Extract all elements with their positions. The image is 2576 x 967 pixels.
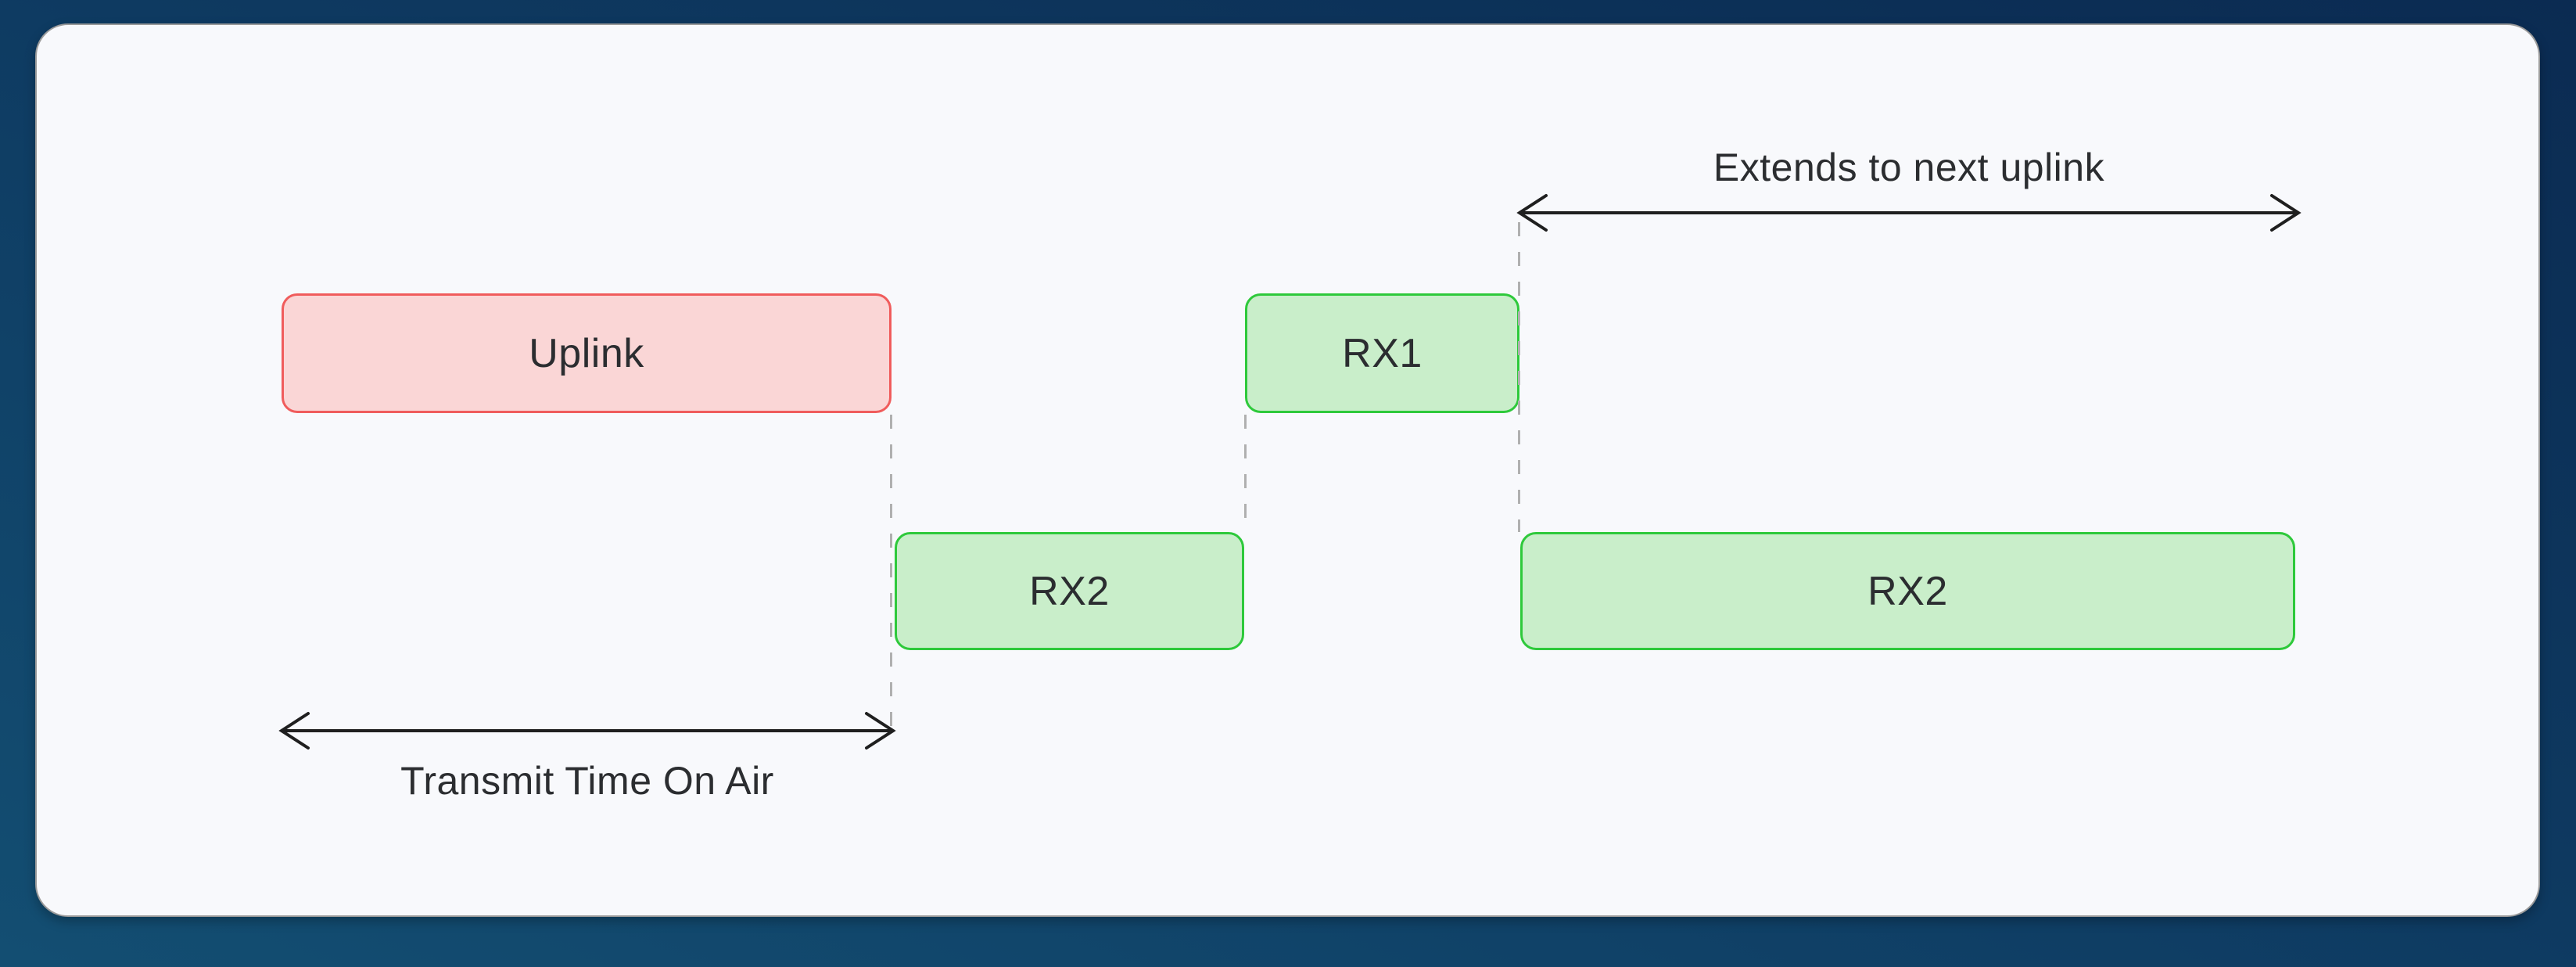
dashed-guide-rx1-end	[1518, 222, 1520, 532]
transmit-time-on-air-label: Transmit Time On Air	[400, 759, 774, 803]
rx2-first-window-box: RX2	[895, 532, 1244, 650]
transmit-time-on-air-arrow	[278, 712, 896, 750]
diagram-canvas: Extends to next uplink Uplink RX1 RX2 RX…	[35, 23, 2540, 917]
extends-to-next-uplink-arrow	[1516, 194, 2302, 232]
uplink-box-label: Uplink	[529, 330, 644, 376]
rx1-box-label: RX1	[1342, 330, 1423, 376]
arrowhead-left-icon	[1516, 194, 1548, 232]
rx1-box: RX1	[1245, 293, 1519, 413]
dashed-guide-uplink-end	[890, 415, 892, 731]
rx2-first-window-box-label: RX2	[1029, 568, 1110, 614]
uplink-box: Uplink	[282, 293, 892, 413]
dashed-guide-rx1-start	[1244, 415, 1247, 532]
rx2-extended-window-box: RX2	[1520, 532, 2295, 650]
arrowhead-right-icon	[2270, 194, 2302, 232]
arrowhead-left-icon	[278, 712, 310, 750]
arrowhead-right-icon	[865, 712, 896, 750]
rx2-extended-window-box-label: RX2	[1867, 568, 1948, 614]
extends-to-next-uplink-label: Extends to next uplink	[1713, 146, 2105, 189]
